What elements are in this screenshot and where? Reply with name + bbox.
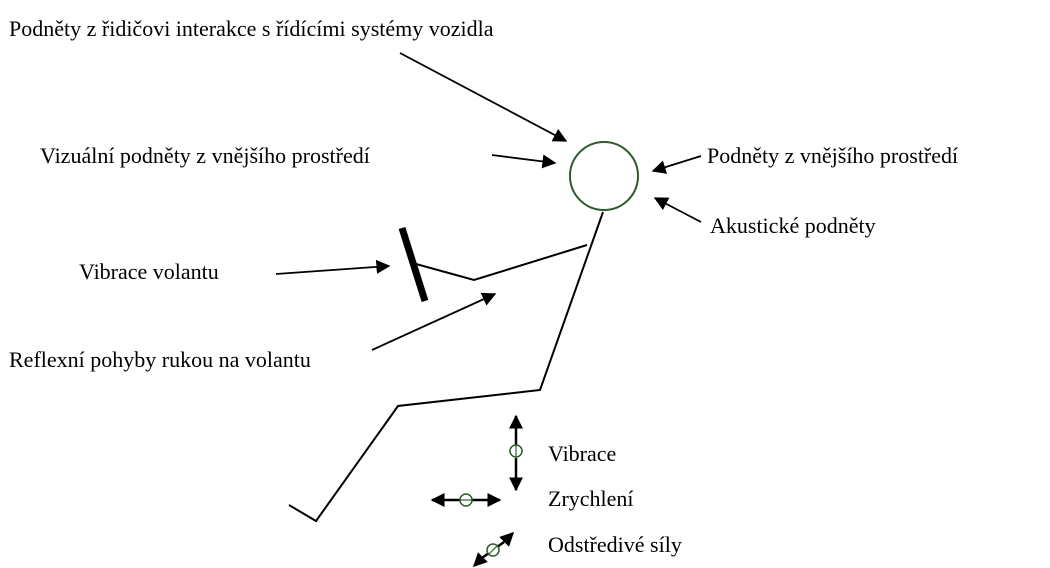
centrifugal-legend-label: Odstředivé síly (548, 532, 682, 557)
visual-stimuli-label: Vizuální podněty z vnějšího prostředí (40, 143, 370, 168)
driver-body-line (288, 211, 604, 523)
arrow-acoustic-stimuli (653, 197, 702, 223)
acoustic-stimuli-label: Akustické podněty (710, 213, 876, 238)
centrifugal-legend-icon (473, 532, 514, 567)
steering-wheel-bar (398, 226, 429, 303)
acceleration-legend-icon (430, 493, 502, 507)
arrow-visual-stimuli (491, 154, 557, 169)
driver-head-circle (569, 141, 639, 211)
arrow-reflex-movements (371, 292, 497, 351)
arrow-steering-vibration (275, 259, 391, 275)
driver-arm-line (415, 244, 588, 282)
vibration-legend-icon (509, 414, 523, 492)
arrow-environment-stimuli (651, 155, 702, 174)
interaction-stimuli-label: Podněty z řidičovi interakce s řídícími … (9, 16, 494, 41)
acceleration-legend-label: Zrychlení (548, 486, 634, 511)
vibration-legend-label: Vibrace (548, 441, 617, 466)
reflex-movements-label: Reflexní pohyby rukou na volantu (9, 347, 311, 372)
steering-vibration-label: Vibrace volantu (79, 259, 219, 284)
arrow-interaction-stimuli (399, 52, 568, 142)
environment-stimuli-label: Podněty z vnějšího prostředí (707, 143, 959, 168)
